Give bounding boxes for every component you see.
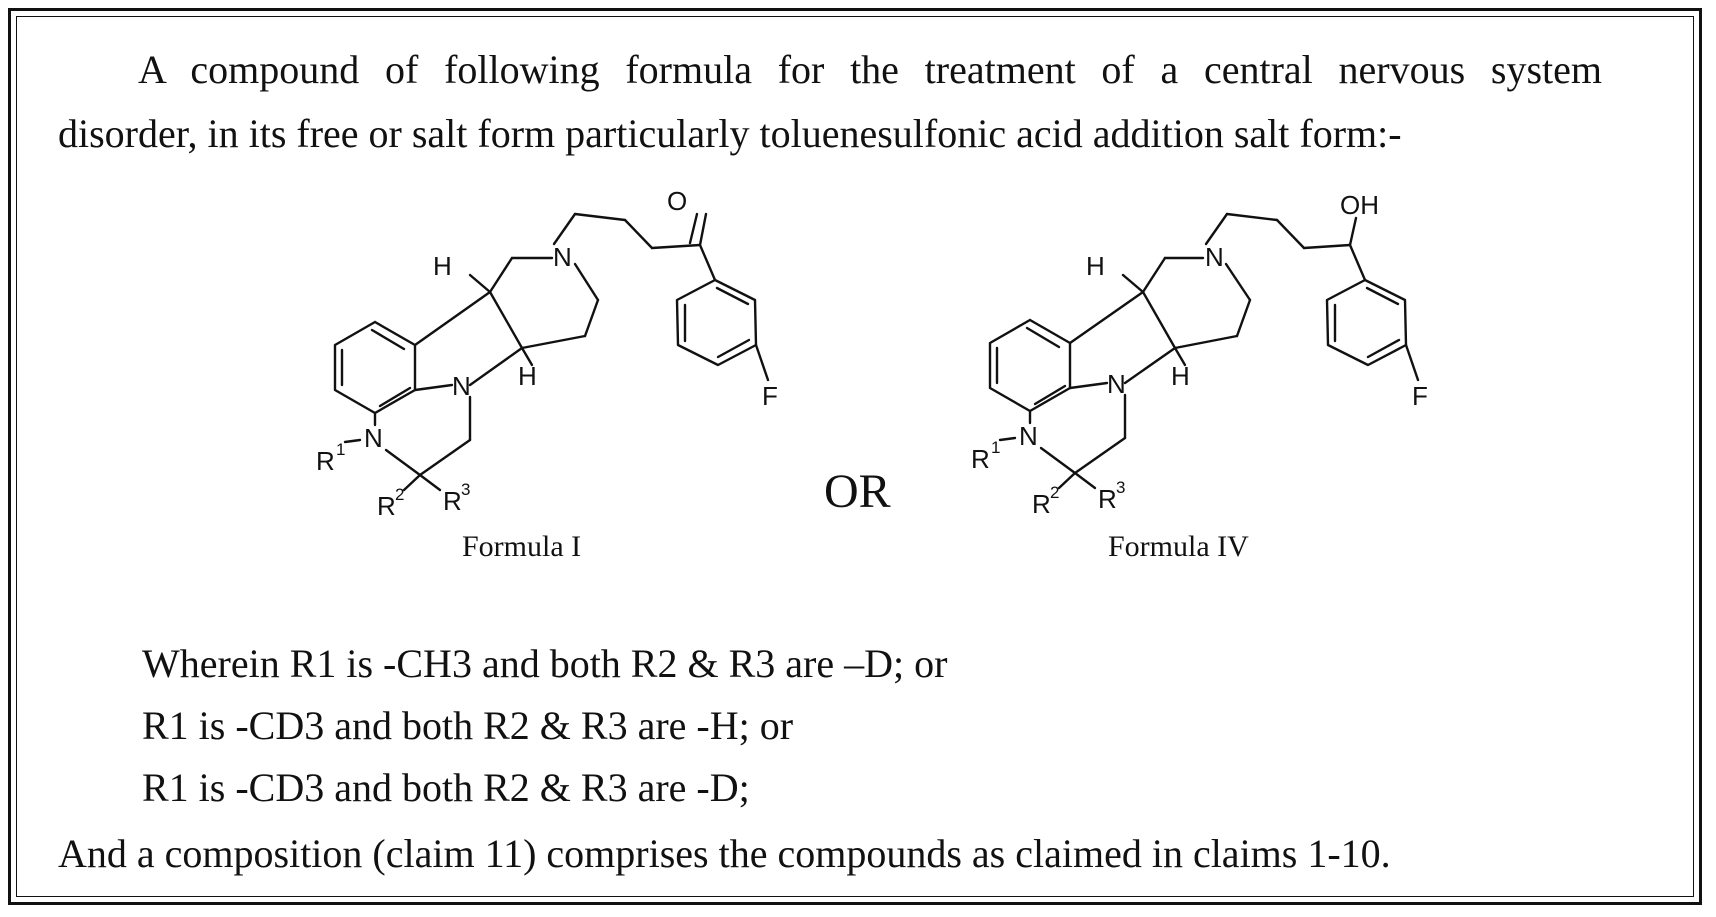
formula-i-carbonyl-label: O [667, 186, 687, 216]
formula-iv-ring-n-label: N [1107, 369, 1126, 399]
formula-iv-r3-label: R [1098, 484, 1117, 514]
inner-border [16, 16, 1694, 897]
formula-iv-h-top-label: H [1086, 251, 1105, 281]
formula-i-r1-label: R [316, 446, 335, 476]
outer-border [8, 8, 1702, 905]
formula-i-r3-label: R [443, 486, 462, 516]
formula-i-ring-n-label: N [452, 371, 471, 401]
formula-iv-r1-n-label: N [1019, 421, 1038, 451]
or-separator: OR [824, 465, 891, 518]
formula-i-r2-label: R [377, 491, 396, 521]
formula-i-r1-n-label: N [364, 423, 383, 453]
formula-iv-hydroxyl-label: OH [1340, 190, 1379, 220]
formula-i-amine-label: N [553, 242, 572, 272]
condition-line-2: R1 is -CD3 and both R2 & R3 are -H; or [142, 703, 794, 748]
formula-iv-r2-label: R [1032, 489, 1051, 519]
condition-line-1: Wherein R1 is -CH3 and both R2 & R3 are … [142, 641, 948, 686]
formula-i-h-bottom-label: H [518, 361, 537, 391]
formula-iv-r3-sup: 3 [1116, 478, 1125, 497]
formula-i-r3-sup: 3 [461, 480, 470, 499]
closing-statement: And a composition (claim 11) comprises t… [58, 831, 1391, 876]
formula-i-r1-sup: 1 [336, 440, 345, 459]
formula-iv-r1-label: R [971, 444, 990, 474]
formula-i-caption: Formula I [462, 530, 582, 563]
condition-line-3: R1 is -CD3 and both R2 & R3 are -D; [142, 765, 750, 810]
formula-i-fluoro-label: F [762, 381, 778, 411]
intro-line-1: A compound of following formula for the … [138, 47, 1602, 92]
formula-iv-caption: Formula IV [1108, 530, 1249, 563]
formula-iv-amine-label: N [1205, 242, 1224, 272]
intro-line-2: disorder, in its free or salt form parti… [58, 111, 1402, 156]
formula-iv-r1-sup: 1 [991, 438, 1000, 457]
formula-iv-r2-sup: 2 [1050, 483, 1059, 502]
formula-i-h-top-label: H [433, 251, 452, 281]
formula-iv-h-bottom-label: H [1171, 361, 1190, 391]
formula-iv-fluoro-label: F [1412, 381, 1428, 411]
formula-i-r2-sup: 2 [395, 485, 404, 504]
